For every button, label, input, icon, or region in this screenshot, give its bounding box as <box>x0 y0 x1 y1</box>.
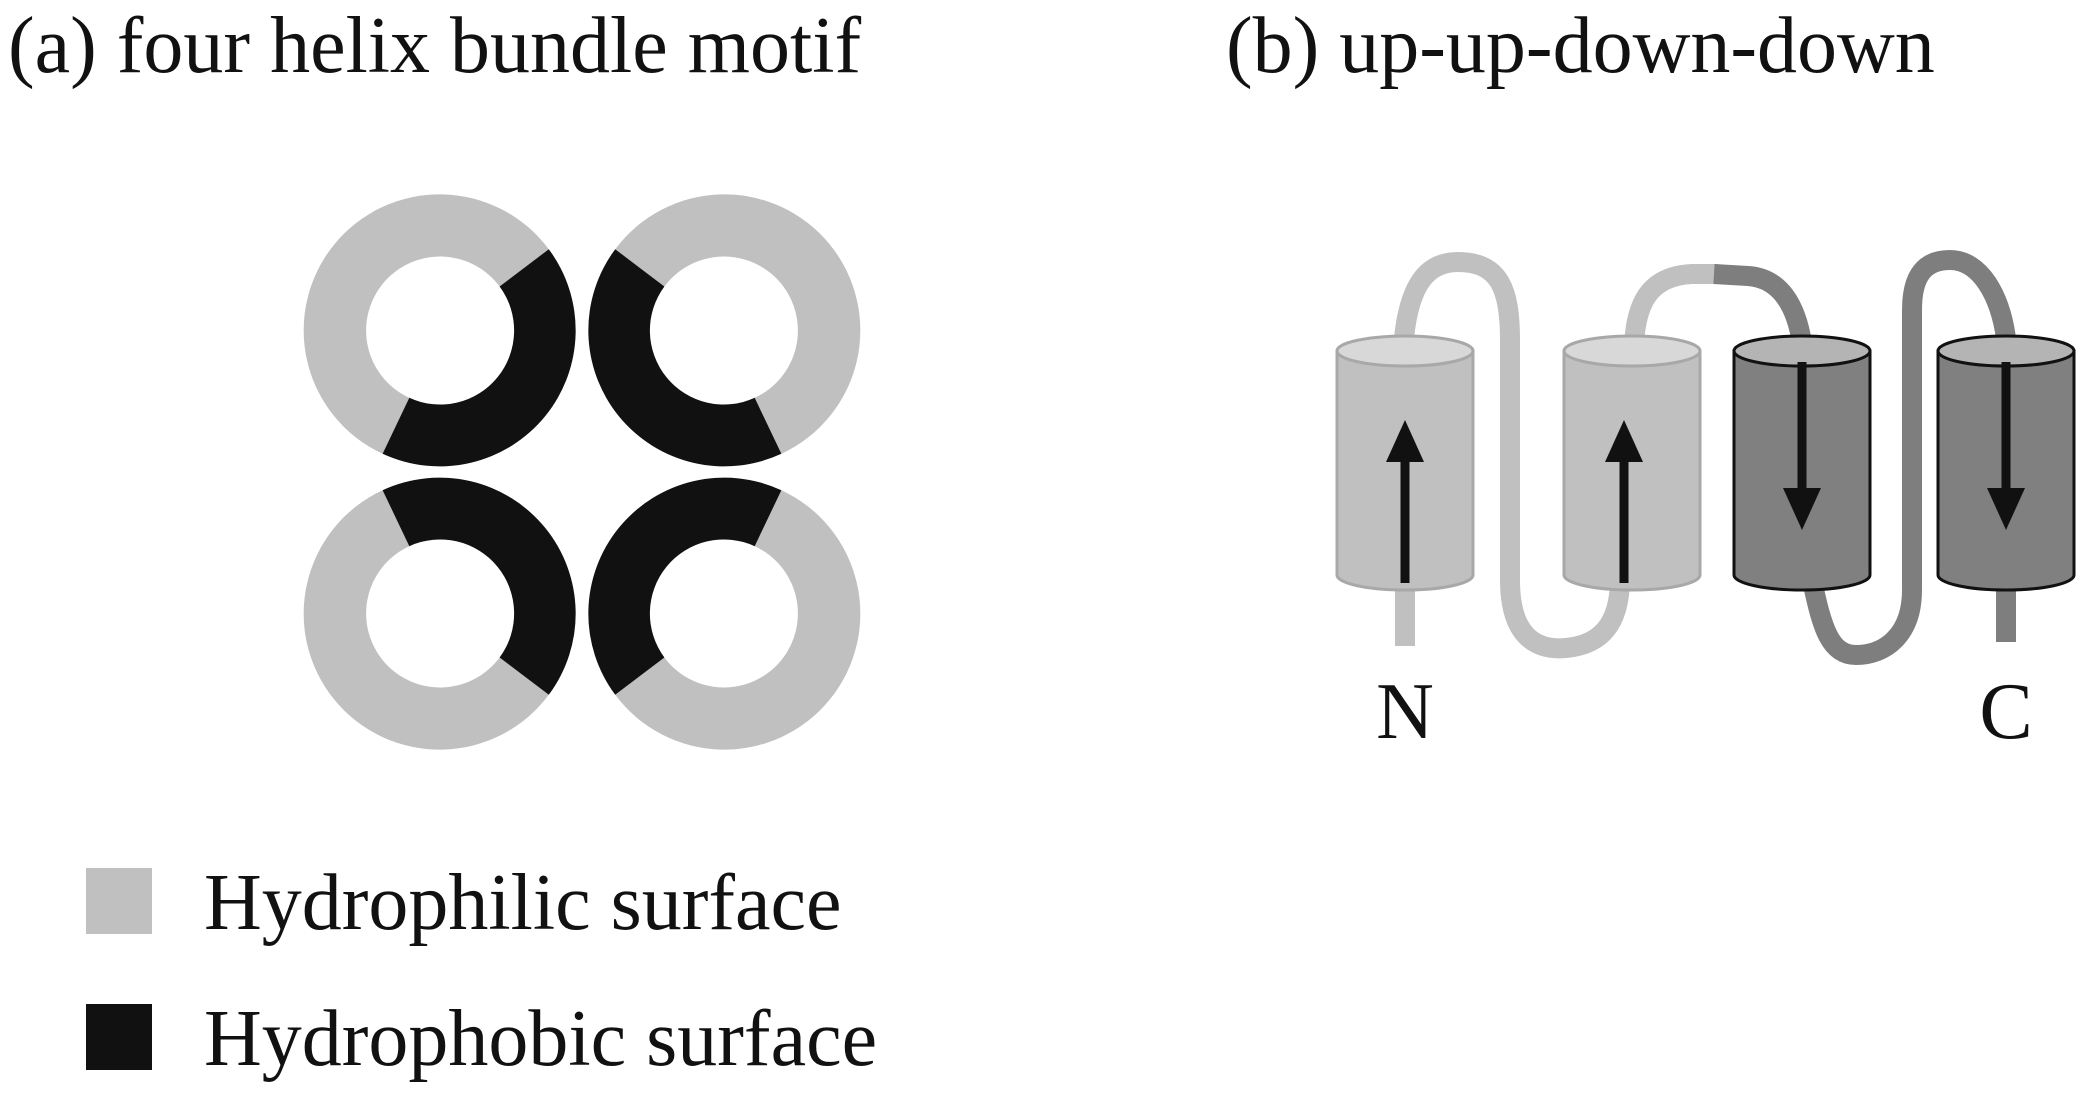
helix-ring-top-left <box>303 194 576 467</box>
legend-swatch-hydrophilic <box>86 868 152 934</box>
helix-2 <box>1562 334 1702 592</box>
loop-1-2 <box>1394 251 1630 659</box>
legend-label-hydrophobic: Hydrophobic surface <box>204 995 877 1083</box>
helix-2-top <box>1562 334 1702 368</box>
topology-diagram: N C <box>1335 249 2076 756</box>
helix-4-top <box>1936 334 2076 368</box>
helix-1-arrow-head <box>1386 420 1424 462</box>
panel-b-title: (b) up-up-down-down <box>1226 2 1935 90</box>
hydrophilic-segment <box>303 490 549 750</box>
loop-2-3-end <box>1713 264 1812 345</box>
helix-3-arrow-head <box>1783 488 1821 530</box>
loop-3-4 <box>1802 249 2016 666</box>
hydrophilic-segment <box>303 194 549 454</box>
legend-swatch-hydrophobic <box>86 1004 152 1070</box>
legend-label-hydrophilic: Hydrophilic surface <box>204 859 842 947</box>
helix-3-top <box>1732 334 1872 368</box>
helix-1 <box>1335 334 1475 592</box>
c-terminus-stub <box>1996 580 2016 642</box>
hydrophilic-segment <box>615 194 861 454</box>
n-terminus-stub <box>1395 580 1415 646</box>
c-terminus-label: C <box>1979 668 2032 756</box>
hydrophilic-segment <box>615 490 861 750</box>
helix-2-body <box>1562 349 1702 592</box>
helix-ring-bottom-right <box>588 477 861 750</box>
helix-ring-bottom-left <box>303 477 576 750</box>
hydrophobic-segment <box>588 249 782 467</box>
helix-4 <box>1936 334 2076 592</box>
hydrophobic-segment <box>382 249 576 467</box>
helix-4-arrow-head <box>1987 488 2025 530</box>
panel-a-title: (a) four helix bundle motif <box>8 2 861 90</box>
hydrophobic-segment <box>588 477 782 695</box>
n-terminus-label: N <box>1376 668 1434 756</box>
legend: Hydrophilic surface Hydrophobic surface <box>86 859 877 1083</box>
loop-2-3-start <box>1624 264 1718 346</box>
helix-3 <box>1732 334 1872 592</box>
hydrophobic-segment <box>382 477 576 695</box>
helix-bundle <box>303 194 861 750</box>
helix-ring-top-right <box>588 194 861 467</box>
helix-1-top <box>1335 334 1475 368</box>
helix-2-arrow-head <box>1605 420 1643 462</box>
